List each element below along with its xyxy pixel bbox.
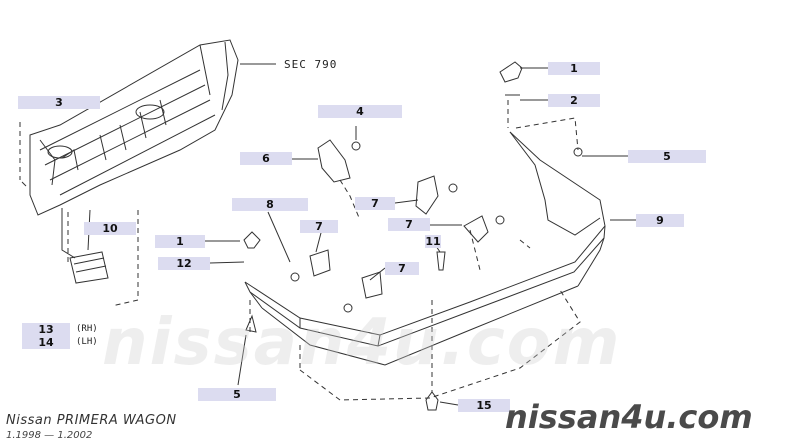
callout-7-a: 7	[355, 197, 395, 210]
callout-3: 3	[18, 96, 100, 109]
watermark-large: nissan4u.com	[102, 306, 622, 380]
callout-8: 8	[232, 198, 308, 211]
callout-5-bottom: 5	[198, 388, 276, 401]
dashed-mounting-lines	[19, 100, 581, 401]
callout-4: 4	[318, 105, 402, 118]
leader-lines	[205, 63, 636, 406]
callout-12: 12	[158, 257, 210, 270]
callout-9: 9	[636, 214, 684, 227]
callout-7-c: 7	[300, 220, 338, 233]
model-name: Nissan PRIMERA WAGON	[6, 413, 177, 428]
watermark-small: nissan4u.com	[505, 398, 753, 436]
callout-1-left: 1	[155, 235, 205, 248]
callout-6: 6	[240, 152, 292, 165]
side-rh-label: (RH)	[76, 324, 98, 334]
model-years: 1.1998 — 1.2002	[6, 430, 93, 441]
callout-2: 2	[548, 94, 600, 107]
section-reference: SEC 790	[284, 58, 338, 71]
rear-bumper-fascia	[244, 131, 606, 366]
callout-5-right: 5	[628, 150, 706, 163]
callout-11: 11	[425, 235, 441, 248]
side-lh-label: (LH)	[76, 337, 98, 347]
fastener-parts	[21, 61, 583, 411]
side-bracket	[61, 208, 109, 284]
callout-15: 15	[458, 399, 510, 412]
callout-10: 10	[84, 222, 136, 235]
callout-13: 13	[22, 323, 70, 336]
rear-body-panel	[29, 39, 239, 216]
callout-7-d: 7	[385, 262, 419, 275]
callout-7-b: 7	[388, 218, 430, 231]
callout-1-top: 1	[548, 62, 600, 75]
callout-14: 14	[22, 336, 70, 349]
